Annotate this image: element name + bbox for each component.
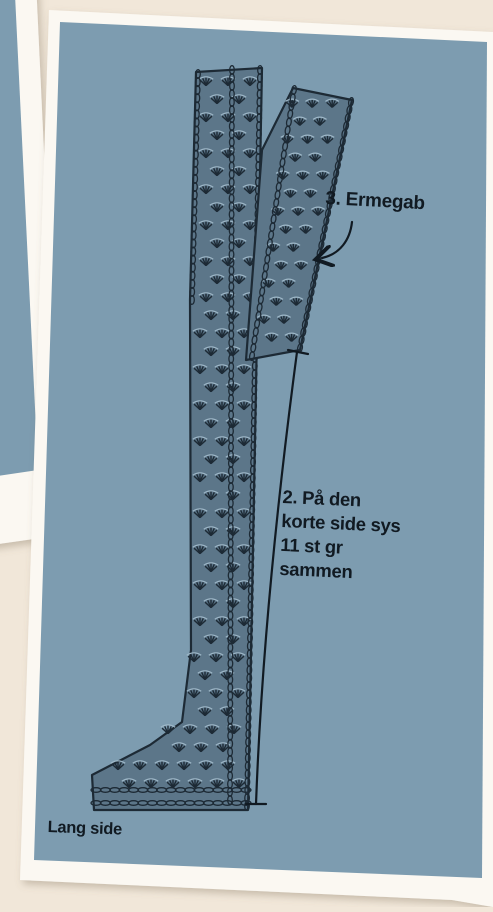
long-side-label: Lang side: [47, 818, 122, 840]
seam-instruction-label: 2. På den korte side sys 11 st gr sammen: [279, 485, 402, 586]
seam-instruction-line-4: sammen: [279, 557, 399, 586]
